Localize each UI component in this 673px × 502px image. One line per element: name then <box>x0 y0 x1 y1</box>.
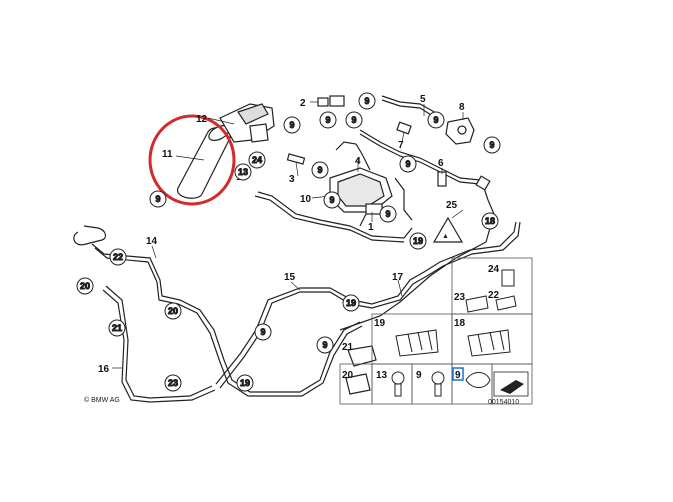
bubble-label: 9 <box>329 195 334 205</box>
bubble-label: 9 <box>317 165 322 175</box>
part-label: 2 <box>300 98 306 109</box>
part-label: 4 <box>355 156 361 167</box>
part-label: 19 <box>374 318 386 329</box>
part-label: 12 <box>196 114 208 125</box>
bubble-label: 22 <box>113 252 123 262</box>
part-8-bracket[interactable] <box>445 117 475 145</box>
bubble-label: 19 <box>413 236 423 246</box>
bubble-label: 9 <box>155 194 160 204</box>
bubble-label: 20 <box>80 281 90 291</box>
part-21-clip[interactable] <box>347 345 377 367</box>
part-18-fitting[interactable] <box>475 175 491 191</box>
bubble-label: 9 <box>405 159 410 169</box>
svg-text:▲: ▲ <box>442 233 449 240</box>
diagram-number: 00154010 <box>488 399 519 406</box>
bubble-label: 9 <box>489 140 494 150</box>
selected-part-box[interactable] <box>452 367 464 381</box>
bubble-label: 24 <box>252 155 262 165</box>
part-label: 18 <box>454 318 466 329</box>
bubble-labels: 9 9 9 9 9 9 9 9 9 9 9 9 9 24 13 18 19 19… <box>76 92 501 392</box>
bubble-label: 13 <box>238 167 248 177</box>
part-label: 17 <box>392 272 404 283</box>
part-label: 1 <box>368 222 374 233</box>
part-label: 14 <box>146 236 158 247</box>
bubble-label: 23 <box>168 378 178 388</box>
part-label: 9 <box>416 370 422 381</box>
bubble-label: 20 <box>168 306 178 316</box>
part-7-sensor[interactable] <box>396 121 412 135</box>
part-label: 16 <box>98 364 110 375</box>
part-label: 7 <box>398 140 404 151</box>
bubble-label: 9 <box>260 327 265 337</box>
leader-lines <box>112 101 464 369</box>
part-label: 13 <box>376 370 388 381</box>
bubble-label: 21 <box>112 323 122 333</box>
part-label: 11 <box>162 149 173 160</box>
part-label: 5 <box>420 94 426 105</box>
bubble-label: 19 <box>346 298 356 308</box>
part-20-clip[interactable] <box>345 373 371 395</box>
part-label: 9 <box>455 370 461 381</box>
part-label: 20 <box>342 370 354 381</box>
part-6-fitting[interactable] <box>437 171 447 187</box>
bubble-label: 9 <box>289 120 294 130</box>
bubble-label: 9 <box>351 115 356 125</box>
copyright-text: © BMW AG <box>84 396 120 404</box>
part-label: 8 <box>459 102 465 113</box>
part-2-connector[interactable] <box>317 95 345 107</box>
bubble-label: 9 <box>364 96 369 106</box>
part-3-pin[interactable] <box>286 153 306 165</box>
part-label: 23 <box>454 292 466 303</box>
highlight-circle <box>148 114 236 206</box>
bubble-label: 9 <box>385 209 390 219</box>
hose-lines <box>73 95 521 403</box>
part-label: 22 <box>488 290 500 301</box>
inset-panels <box>339 257 533 405</box>
bubble-label: 9 <box>322 340 327 350</box>
bubble-label: 9 <box>433 115 438 125</box>
arrow-box-icon <box>493 371 529 397</box>
bubble-label: 18 <box>485 216 495 226</box>
bubble-label: 19 <box>240 378 250 388</box>
bubble-label: 9 <box>325 115 330 125</box>
part-label: 10 <box>300 194 312 205</box>
part-number-labels: 1 2 3 4 5 6 7 8 10 11 12 14 15 16 17 18 … <box>98 94 500 381</box>
part-label: 6 <box>438 158 444 169</box>
part-1-pump[interactable] <box>329 167 393 227</box>
part-label: 24 <box>488 264 500 275</box>
part-label: 15 <box>284 272 296 283</box>
part-label: 21 <box>342 342 354 353</box>
part-label: 25 <box>446 200 458 211</box>
part-label: 3 <box>289 174 295 185</box>
warning-triangle-icon: ▲ <box>432 216 464 243</box>
